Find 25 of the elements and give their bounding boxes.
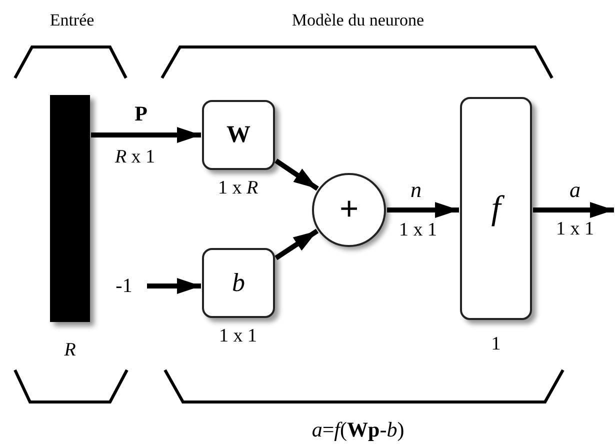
bias-box: b (202, 248, 275, 318)
arrow (147, 278, 201, 294)
dimension-label: 1 x 1 (556, 220, 594, 238)
arrow (533, 202, 614, 218)
dimension-label: 1 x R (218, 178, 258, 198)
summation-circle: + (312, 173, 386, 247)
dimension-label: R x 1 (114, 148, 156, 166)
size-label: R (64, 340, 76, 360)
dimension-label: 1 (491, 334, 501, 354)
input-bar (50, 95, 90, 322)
section-heading: Modèle du neurone (292, 12, 424, 28)
arrow (387, 202, 459, 218)
edge-label: n (410, 179, 422, 201)
arrow (274, 228, 319, 260)
edge-label: P (134, 104, 148, 124)
edge-label: a (570, 179, 580, 201)
arrow (91, 127, 201, 143)
dimension-label: 1 x 1 (219, 326, 257, 346)
dimension-label: 1 x 1 (399, 220, 437, 240)
transfer-function-box: f (460, 97, 532, 320)
arrow (274, 158, 319, 191)
section-heading: Entrée (50, 12, 94, 28)
input-value: -1 (108, 273, 140, 299)
weight-box: W (202, 100, 275, 170)
formula-caption: a=f(Wp-b) (312, 420, 404, 440)
